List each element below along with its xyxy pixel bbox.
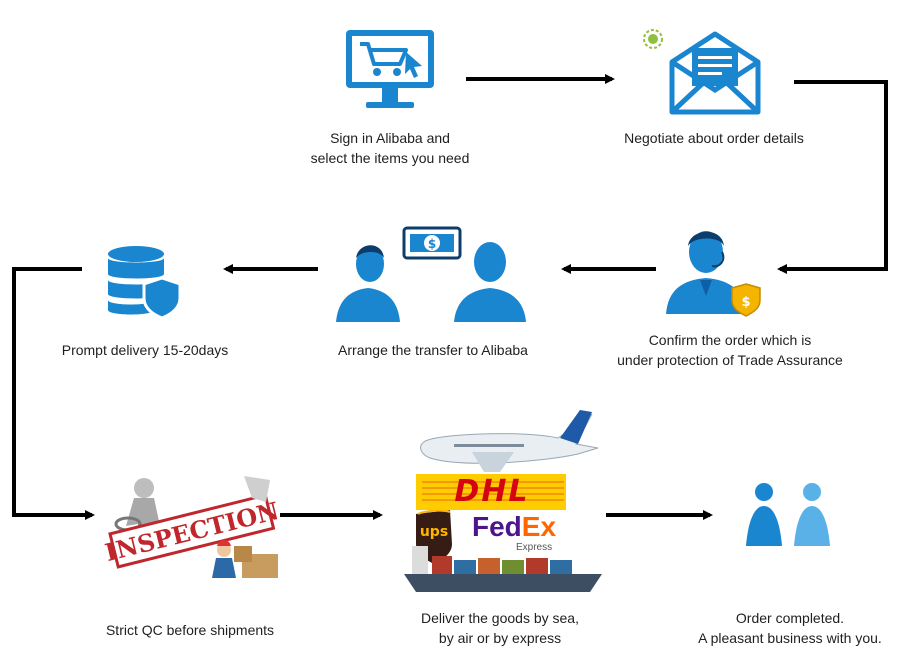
step-label-line: Order completed. [735,610,845,626]
step-label-line: A pleasant business with you. [698,630,882,646]
database-shield-icon [108,246,182,318]
step-label-transfer: Arrange the transfer to Alibaba [310,340,556,360]
svg-text:$: $ [428,237,436,251]
svg-text:$: $ [741,295,750,310]
two-people-icon [746,483,830,546]
inspection-icon: INSPECTION [104,476,280,578]
shipping-carriers-icon: DHL ups FedEx Express [402,408,608,594]
money-transfer-icon: $ [336,226,526,322]
envelope-icon [643,29,761,115]
step-label-negotiate: Negotiate about order details [584,128,844,148]
step-label-line: Negotiate about order details [624,130,804,146]
step-label-sign-in: Sign in Alibaba and select the items you… [270,128,510,168]
step-label-line: Arrange the transfer to Alibaba [338,342,528,358]
arrow-negotiate-to-confirm [777,80,888,274]
step-label-qc: Strict QC before shipments [80,620,300,640]
fedex-ex-text: Ex [521,511,557,542]
step-label-line: select the items you need [310,150,470,166]
step-label-line: under protection of Trade Assurance [617,352,843,368]
shopping-cart-monitor-icon [346,30,434,108]
fedex-express-text: Express [516,542,553,553]
fedex-logo: FedEx [472,512,556,542]
step-label-confirm: Confirm the order which is under protect… [580,330,880,370]
step-label-line: Confirm the order which is [648,332,812,348]
step-label-line: Sign in Alibaba and [330,130,450,146]
arrow-delivery-to-qc [12,267,95,520]
step-label-line: Strict QC before shipments [105,622,275,638]
step-label-deliver-goods: Deliver the goods by sea, by air or by e… [390,608,610,648]
step-label-line: Deliver the goods by sea, [421,610,579,626]
step-label-completed: Order completed. A pleasant business wit… [672,608,908,648]
step-label-line: Prompt delivery 15-20days [61,342,229,358]
step-label-line: by air or by express [438,630,562,646]
step-label-delivery: Prompt delivery 15-20days [30,340,260,360]
agent-with-shield-icon: $ [666,231,761,317]
dhl-logo: DHL [454,474,530,509]
ups-logo: ups [419,524,449,540]
fedex-fed-text: Fed [472,511,522,542]
